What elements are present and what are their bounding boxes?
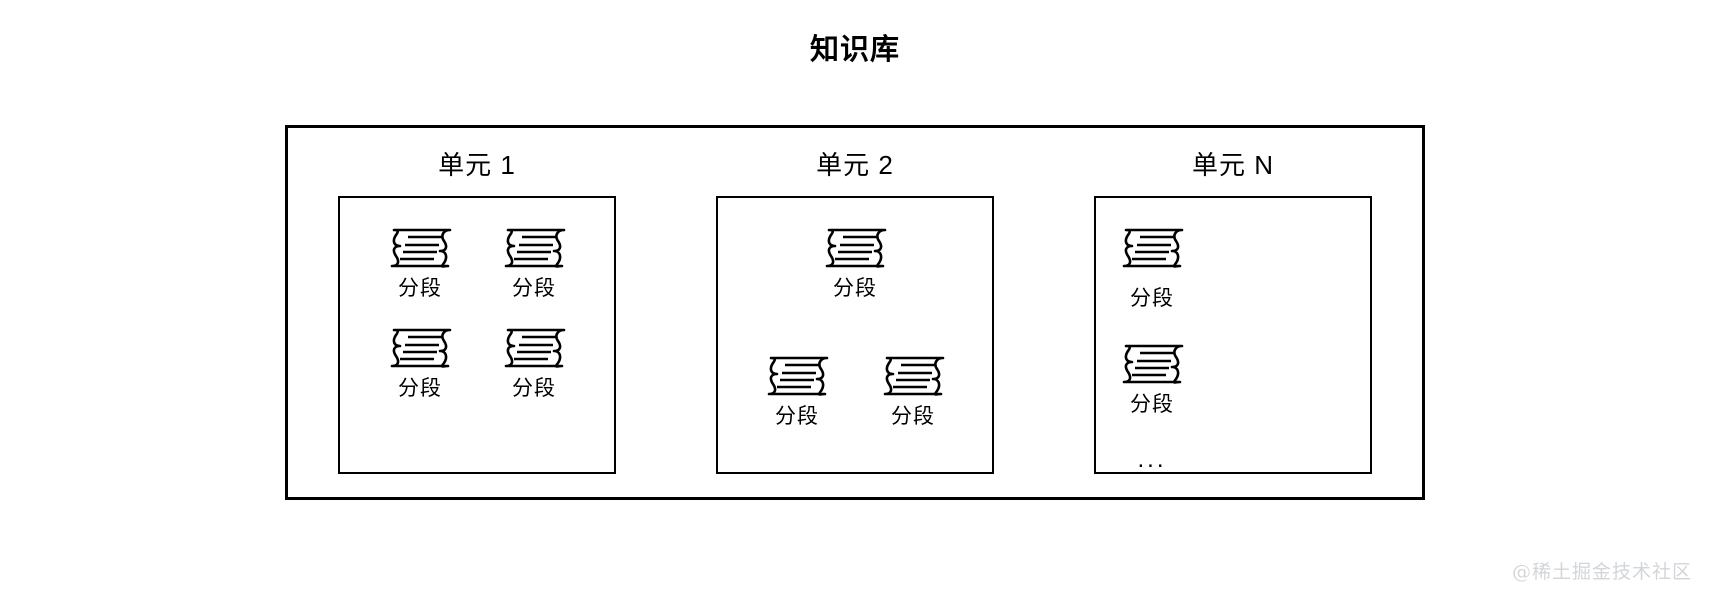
chunk-row: 分段 [738,224,972,302]
unit-n-chunk-grid: 分段 [1096,198,1370,473]
chunk-item[interactable]: 分段 [819,224,891,302]
unit-2-box: 分段 [716,196,994,474]
document-chunk-icon [819,224,891,272]
chunk-label: 分段 [833,277,877,300]
chunk-label: 分段 [512,377,556,400]
chunk-item[interactable]: 分段 [368,224,472,302]
units-row: 单元 1 [288,128,1422,497]
unit-1: 单元 1 [327,128,627,497]
document-chunk-icon [877,352,949,400]
unit-1-chunk-grid: 分段 [340,198,614,402]
unit-n-label: 单元 N [1191,150,1274,180]
chunk-item[interactable]: 分段 [1116,340,1188,418]
chunk-item[interactable]: 分段 [761,352,833,430]
unit-n-box: 分段 [1094,196,1372,474]
document-chunk-icon [384,324,456,372]
chunk-label: 分段 [512,277,556,300]
unit-2-chunk-grid: 分段 [718,198,992,430]
chunk-label: 分段 [398,277,442,300]
chunk-item[interactable]: 分段 [482,224,586,302]
chunk-row: 分段 [738,352,972,430]
document-chunk-icon [761,352,833,400]
chunk-label: 分段 [775,405,819,428]
chunk-item[interactable]: 分段 [1116,224,1188,312]
knowledge-base-container: 单元 1 [285,125,1425,500]
ellipsis-indicator: ... [1137,446,1167,473]
document-chunk-icon [384,224,456,272]
unit-1-box: 分段 [338,196,616,474]
document-chunk-icon [498,224,570,272]
chunk-item[interactable]: 分段 [482,324,586,402]
document-chunk-icon [498,324,570,372]
unit-2: 单元 2 [705,128,1005,497]
document-chunk-icon [1116,224,1188,272]
unit-2-label: 单元 2 [816,150,894,180]
page-title: 知识库 [809,34,900,66]
chunk-item[interactable]: 分段 [368,324,472,402]
chunk-label: 分段 [398,377,442,400]
watermark: @稀土掘金技术社区 [1511,561,1692,583]
unit-n: 单元 N [1083,128,1383,497]
chunk-item[interactable]: 分段 [877,352,949,430]
unit-1-label: 单元 1 [438,150,516,180]
chunk-label: 分段 [1130,393,1174,416]
chunk-label: 分段 [891,405,935,428]
chunk-label: 分段 [1130,287,1174,310]
document-chunk-icon [1116,340,1188,388]
